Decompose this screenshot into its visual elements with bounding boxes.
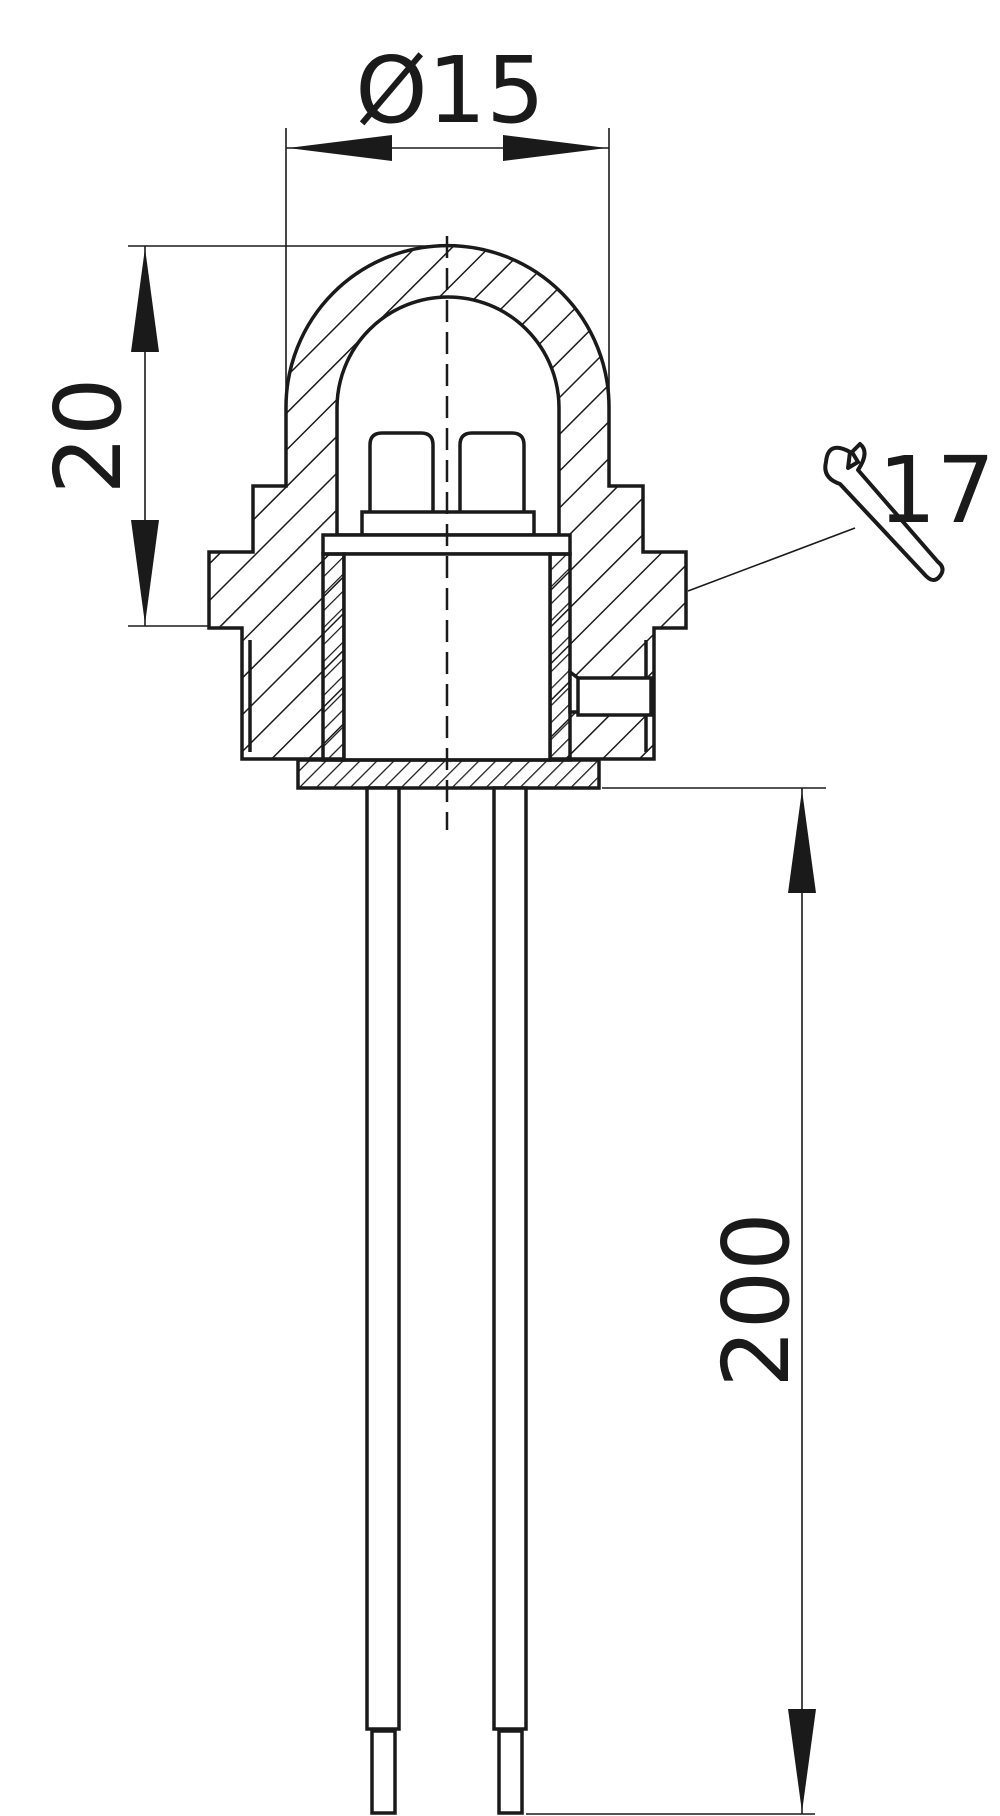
lead-wire-right: [492, 786, 528, 1731]
locking-slot: [576, 676, 653, 717]
height-dimension: 20: [35, 245, 430, 627]
base-plate: [296, 758, 601, 790]
wrench-icon: [823, 442, 945, 582]
arrow-left: [288, 135, 392, 161]
led-leg-left: [368, 431, 435, 512]
diameter-dimension: Ø15: [285, 37, 610, 420]
wrench-callout: 17: [687, 437, 995, 592]
height-label: 20: [35, 377, 142, 494]
wrench-size-label: 17: [878, 437, 995, 544]
lead-wire-left: [365, 786, 401, 1731]
sleeve-left: [321, 552, 346, 762]
diameter-label: Ø15: [355, 37, 544, 144]
lead-tip-left: [370, 1729, 397, 1815]
arrow-down: [788, 1709, 816, 1812]
sleeve-right: [548, 552, 572, 762]
lead-tip-right: [497, 1729, 524, 1815]
arrow-down: [131, 520, 159, 624]
arrow-right: [503, 135, 607, 161]
lead-length-dimension: 200: [526, 787, 826, 1815]
led-leg-right: [458, 431, 526, 512]
arrow-up: [788, 790, 816, 893]
arrow-up: [131, 248, 159, 352]
lead-length-label: 200: [703, 1212, 810, 1388]
